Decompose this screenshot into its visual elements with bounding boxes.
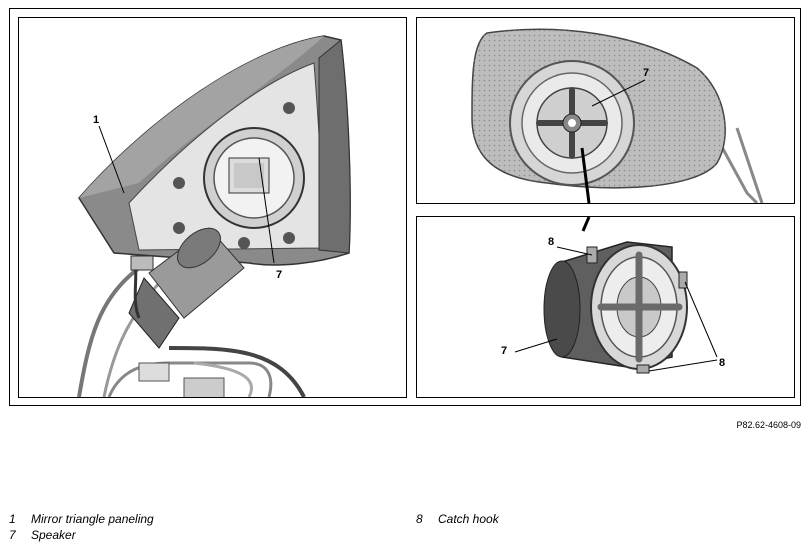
illustration-frame: 1 7 bbox=[9, 8, 801, 406]
legend-label: Mirror triangle paneling bbox=[31, 512, 154, 526]
legend-number: 7 bbox=[9, 528, 16, 542]
callout-8-catch-hook-side: 8 bbox=[719, 357, 726, 369]
callout-1-mirror-paneling: 1 bbox=[93, 114, 100, 126]
legend-item-7: 7 Speaker bbox=[9, 528, 76, 542]
callout-7-speaker: 7 bbox=[276, 269, 283, 281]
speaker-detail-panel: 8 7 8 bbox=[416, 216, 795, 398]
callout-7-speaker-installed: 7 bbox=[643, 67, 650, 79]
callout-8-catch-hook-top: 8 bbox=[548, 236, 555, 248]
legend-label: Catch hook bbox=[438, 512, 499, 526]
figure-reference-code: P82.62-4608-09 bbox=[736, 420, 801, 430]
callout-7-speaker-detail: 7 bbox=[501, 345, 508, 357]
legend-item-8: 8 Catch hook bbox=[416, 512, 499, 526]
legend-number: 1 bbox=[9, 512, 16, 526]
legend-number: 8 bbox=[416, 512, 423, 526]
speaker-detail-illustration bbox=[514, 217, 718, 374]
paneling-rear-view-panel: 7 bbox=[416, 17, 795, 204]
legend-label: Speaker bbox=[31, 528, 76, 542]
mirror-assembly-illustration bbox=[77, 35, 351, 397]
legend-item-1: 1 Mirror triangle paneling bbox=[9, 512, 154, 526]
paneling-rear-view-illustration bbox=[471, 28, 764, 203]
mirror-assembly-panel: 1 7 bbox=[18, 17, 407, 398]
